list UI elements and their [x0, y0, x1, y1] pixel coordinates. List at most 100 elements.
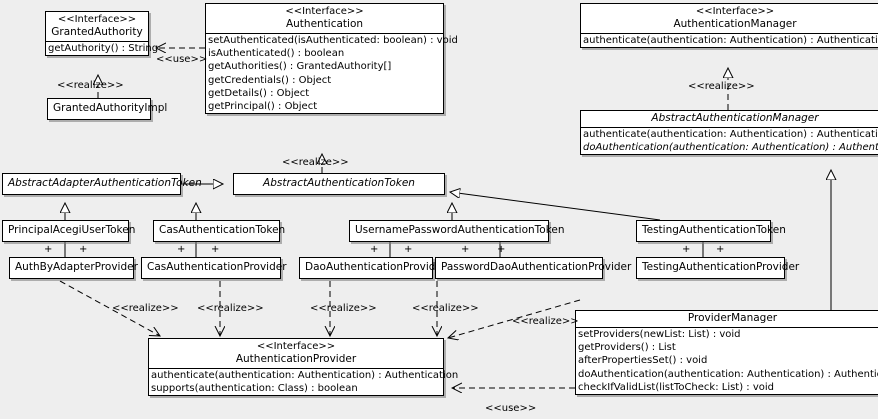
operation: setAuthenticated(isAuthenticated: boolea…: [208, 35, 458, 46]
class-cas-authentication-token[interactable]: CasAuthenticationToken: [153, 220, 286, 242]
class-header: TestingAuthenticationToken: [637, 221, 786, 241]
class-header: ProviderManager: [576, 311, 878, 327]
class-password-dao-authentication-provider[interactable]: PasswordDaoAuthenticationProvider: [435, 257, 632, 279]
class-principal-acegi-user-token[interactable]: PrincipalAcegiUserToken: [2, 220, 136, 242]
class-name: TestingAuthenticationProvider: [642, 261, 800, 273]
class-header: AbstractAdapterAuthenticationToken: [3, 174, 202, 194]
class-header: CasAuthenticationToken: [154, 221, 286, 241]
class-name: AbstractAuthenticationManager: [651, 112, 819, 124]
operation: getCredentials() : Object: [208, 74, 332, 86]
class-header: GrantedAuthorityImpl: [48, 99, 168, 119]
class-testing-authentication-provider[interactable]: TestingAuthenticationProvider: [636, 257, 800, 279]
class-granted-authority[interactable]: <<Interface>> GrantedAuthority getAuthor…: [45, 11, 159, 57]
association-marker-cas-left: +: [177, 244, 186, 255]
label-realize-auth-by-adapter-provider: <<realize>>: [112, 303, 179, 314]
class-cas-authentication-provider[interactable]: CasAuthenticationProvider: [141, 257, 287, 279]
operation: getProviders() : List: [578, 342, 676, 354]
association-marker-upat-left-1: +: [370, 244, 379, 255]
class-name: AuthenticationProvider: [235, 353, 357, 365]
association-marker-upat-right-1: +: [404, 244, 413, 255]
class-granted-authority-impl[interactable]: GrantedAuthorityImpl: [47, 98, 168, 120]
class-name: UsernamePasswordAuthenticationToken: [355, 224, 565, 236]
label-realize-abstract-authentication-token: <<realize>>: [282, 157, 349, 168]
operation: doAuthentication(authentication: Authent…: [583, 142, 878, 154]
operation: getDetails() : Object: [208, 87, 310, 99]
class-abstract-authentication-manager[interactable]: AbstractAuthenticationManager authentica…: [580, 110, 878, 156]
association-marker-upat-left-2: +: [461, 244, 470, 255]
class-name: PrincipalAcegiUserToken: [8, 224, 136, 236]
class-name: GrantedAuthorityImpl: [53, 102, 168, 114]
operations-compartment: authenticate(authentication: Authenticat…: [581, 127, 878, 154]
class-name: TestingAuthenticationToken: [642, 224, 786, 236]
stereotype-label: <<Interface>>: [256, 341, 336, 352]
operation: doAuthentication(authentication: Authent…: [578, 368, 878, 380]
class-authentication[interactable]: <<Interface>> Authentication setAuthenti…: [205, 3, 458, 115]
class-name: CasAuthenticationToken: [159, 224, 286, 236]
operation: getPrincipal() : Object: [208, 101, 318, 113]
class-header: CasAuthenticationProvider: [142, 258, 287, 278]
association-marker-testing-left: +: [682, 244, 691, 255]
stereotype-label: <<Interface>>: [57, 14, 137, 25]
class-header: UsernamePasswordAuthenticationToken: [350, 221, 565, 241]
class-authentication-manager[interactable]: <<Interface>> AuthenticationManager auth…: [580, 3, 878, 49]
class-header: AbstractAuthenticationManager: [581, 111, 878, 127]
class-header: <<Interface>> AuthenticationProvider: [149, 339, 443, 368]
operation: getAuthorities() : GrantedAuthority[]: [208, 61, 392, 73]
association-marker-testing-right: +: [716, 244, 725, 255]
operation: supports(authentication: Class) : boolea…: [151, 383, 358, 395]
label-use-authentication-granted-authority: <<use>>: [156, 54, 208, 65]
operation: checkIfValidList(listToCheck: List) : vo…: [578, 381, 775, 393]
label-use-provider-manager-authentication-provider: <<use>>: [485, 403, 537, 414]
class-name: CasAuthenticationProvider: [147, 261, 287, 273]
class-abstract-authentication-token[interactable]: AbstractAuthenticationToken: [233, 173, 445, 195]
operation: getAuthority() : String: [48, 43, 159, 54]
operation: authenticate(authentication: Authenticat…: [583, 35, 878, 46]
association-marker-cas-right: +: [211, 244, 220, 255]
operation: afterPropertiesSet() : void: [578, 355, 708, 367]
operations-compartment: setProviders(newList: List) : void getPr…: [576, 327, 878, 394]
operation: authenticate(authentication: Authenticat…: [151, 370, 459, 381]
operations-compartment: authenticate(authentication: Authenticat…: [581, 33, 878, 47]
class-name: ProviderManager: [687, 312, 778, 324]
class-header: PrincipalAcegiUserToken: [3, 221, 136, 241]
association-marker-principal-acegi-left: +: [44, 244, 53, 255]
stereotype-label: <<Interface>>: [695, 6, 775, 17]
class-name: AuthenticationManager: [673, 18, 797, 30]
class-header: PasswordDaoAuthenticationProvider: [436, 258, 632, 278]
association-marker-upat-right-2: +: [497, 244, 506, 255]
class-header: AuthByAdapterProvider: [10, 258, 138, 278]
class-username-password-authentication-token[interactable]: UsernamePasswordAuthenticationToken: [349, 220, 565, 242]
class-name: DaoAuthenticationProvider: [305, 261, 447, 273]
association-marker-principal-acegi-right: +: [79, 244, 88, 255]
label-realize-dao-authentication-provider: <<realize>>: [310, 303, 377, 314]
label-realize-password-dao-authentication-provider: <<realize>>: [412, 303, 479, 314]
class-header: <<Interface>> GrantedAuthority: [46, 12, 148, 41]
class-name: AbstractAuthenticationToken: [263, 177, 415, 189]
class-header: <<Interface>> Authentication: [206, 4, 443, 33]
class-name: Authentication: [285, 18, 364, 30]
operation: authenticate(authentication: Authenticat…: [583, 129, 878, 140]
operations-compartment: authenticate(authentication: Authenticat…: [149, 368, 459, 395]
class-name: AbstractAdapterAuthenticationToken: [8, 177, 202, 189]
class-abstract-adapter-authentication-token[interactable]: AbstractAdapterAuthenticationToken: [2, 173, 202, 195]
class-provider-manager[interactable]: ProviderManager setProviders(newList: Li…: [575, 310, 878, 396]
operations-compartment: setAuthenticated(isAuthenticated: boolea…: [206, 33, 458, 113]
label-realize-granted-authority-impl: <<realize>>: [57, 80, 124, 91]
class-auth-by-adapter-provider[interactable]: AuthByAdapterProvider: [9, 257, 138, 279]
stereotype-label: <<Interface>>: [285, 6, 364, 17]
label-realize-provider-manager: <<realize>>: [512, 316, 579, 327]
class-name: GrantedAuthority: [51, 26, 143, 38]
class-testing-authentication-token[interactable]: TestingAuthenticationToken: [636, 220, 786, 242]
class-authentication-provider[interactable]: <<Interface>> AuthenticationProvider aut…: [148, 338, 459, 397]
operation: setProviders(newList: List) : void: [578, 329, 741, 340]
class-dao-authentication-provider[interactable]: DaoAuthenticationProvider: [299, 257, 447, 279]
class-header: AbstractAuthenticationToken: [234, 174, 444, 194]
class-name: PasswordDaoAuthenticationProvider: [441, 261, 632, 273]
class-header: TestingAuthenticationProvider: [637, 258, 800, 278]
class-header: <<Interface>> AuthenticationManager: [581, 4, 878, 33]
operations-compartment: getAuthority() : String: [46, 41, 159, 55]
label-realize-abstract-authentication-manager: <<realize>>: [688, 81, 755, 92]
label-realize-cas-authentication-provider: <<realize>>: [197, 303, 264, 314]
class-name: AuthByAdapterProvider: [15, 261, 138, 273]
